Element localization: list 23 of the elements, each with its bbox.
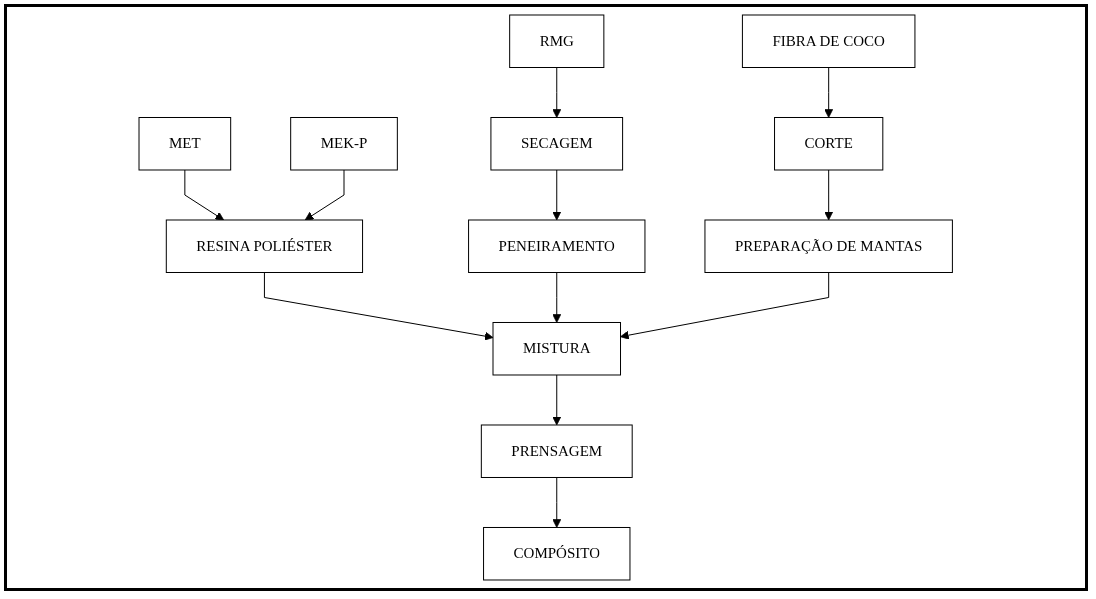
node-box: PENEIRAMENTO xyxy=(468,219,646,273)
node-box: SECAGEM xyxy=(490,117,624,171)
node-box: FIBRA DE COCO xyxy=(742,14,916,68)
arrow xyxy=(824,169,834,221)
arrow xyxy=(552,67,562,118)
node-box: CORTE xyxy=(774,117,884,171)
arrow xyxy=(552,374,562,426)
node-box: COMPÓSITO xyxy=(483,527,631,581)
node-box: RMG xyxy=(509,14,605,68)
arrow xyxy=(264,272,494,341)
arrow xyxy=(824,67,834,118)
node-box: PREPARAÇÃO DE MANTAS xyxy=(704,219,954,273)
node-box: RESINA POLIÉSTER xyxy=(166,219,364,273)
node-box: PRENSAGEM xyxy=(481,424,633,478)
arrow xyxy=(305,169,345,221)
arrow xyxy=(552,272,562,323)
arrow xyxy=(552,169,562,221)
node-box: MISTURA xyxy=(492,322,622,376)
node-box: MEK-P xyxy=(290,117,399,171)
arrow xyxy=(184,169,225,221)
node-box: MET xyxy=(138,117,232,171)
arrow xyxy=(552,477,562,528)
arrow xyxy=(620,272,830,340)
